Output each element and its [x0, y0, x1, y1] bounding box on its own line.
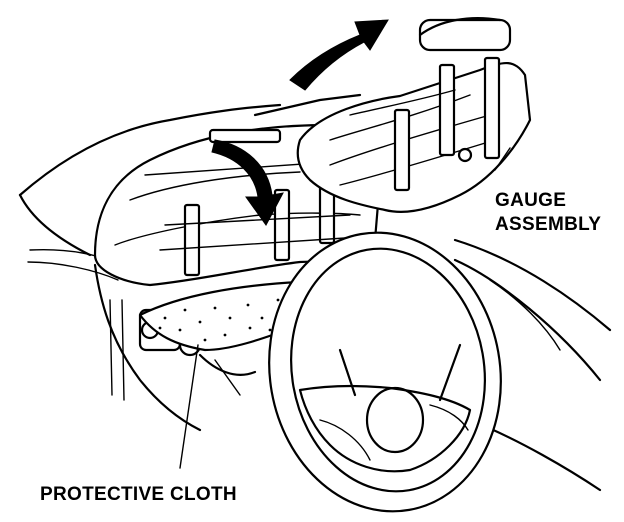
protective-cloth-label: PROTECTIVE CLOTH — [40, 484, 237, 505]
curved-arrow-up-right-icon — [289, 19, 389, 91]
steering-wheel — [268, 231, 502, 513]
gauge-assembly-label-line1: GAUGE — [495, 190, 566, 211]
gauge-assembly-body — [296, 17, 532, 213]
leader-lines — [179, 147, 511, 469]
gauge-assembly-label-line2: ASSEMBLY — [495, 214, 601, 235]
curved-arrow-down-icon — [211, 139, 284, 226]
